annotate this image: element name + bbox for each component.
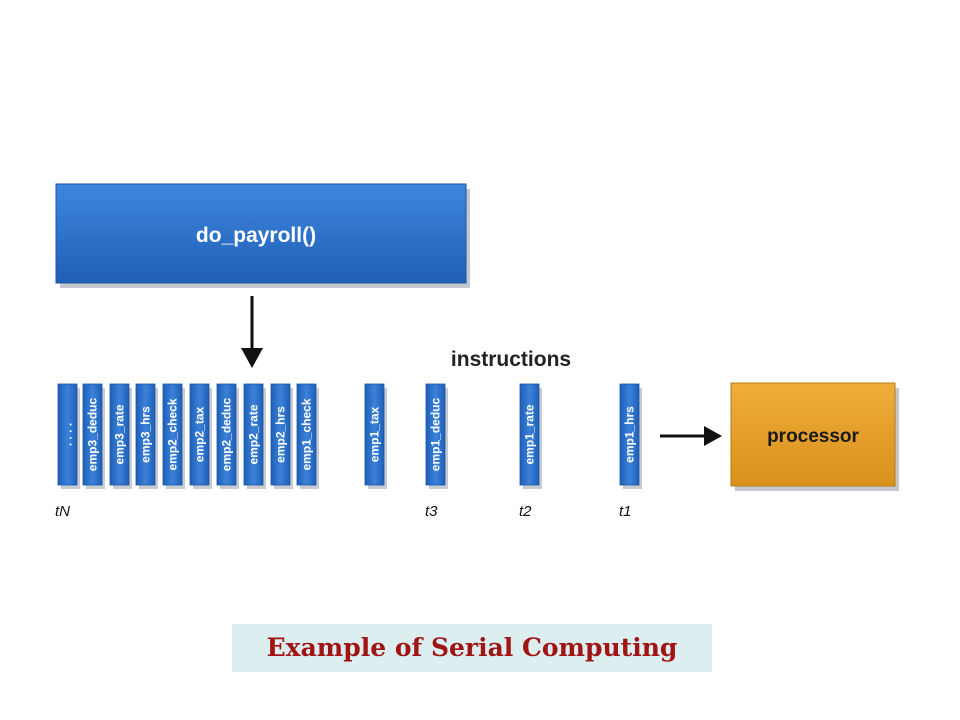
instruction-bar: emp1_hrs [619,383,642,489]
time-label-t2: t2 [519,503,532,520]
instruction-bar-rect [135,383,156,486]
instruction-bar: emp1_rate [519,383,542,489]
function-box-rect [55,183,467,284]
instruction-bar: emp3_hrs [135,383,158,489]
instruction-bar-rect [82,383,103,486]
instruction-bar-rect [270,383,291,486]
instruction-label: emp1_check [300,398,314,470]
instruction-bar: emp2_hrs [270,383,293,489]
processor-box: processor [730,382,899,491]
instruction-label: emp1_tax [368,406,382,462]
time-label-tn: tN [55,503,70,520]
instruction-bar: emp2_deduc [216,383,239,489]
function-label: do_payroll() [196,224,316,247]
instruction-bar-rect [519,383,540,486]
down-arrow-icon [241,296,263,368]
instruction-label: emp2_check [166,398,180,470]
instruction-bar-rect [296,383,317,486]
instruction-label: emp2_tax [193,406,207,462]
instruction-bar: emp1_check [296,383,319,489]
processor-label: processor [767,426,859,447]
caption: Example of Serial Computing [232,624,712,672]
instruction-bar: emp2_check [162,383,185,489]
instruction-bar: emp1_deduc [425,383,448,489]
instruction-label: emp3_rate [113,404,127,464]
instruction-bar-rect [109,383,130,486]
instruction-bar-rect [57,383,78,486]
time-label-t1: t1 [619,503,632,520]
instruction-label: emp1_deduc [429,397,443,471]
instruction-bar-rect [364,383,385,486]
instruction-bar-rect [216,383,237,486]
instruction-label: emp1_hrs [623,406,637,463]
instruction-label: emp1_rate [523,404,537,464]
instruction-label: emp2_deduc [220,397,234,471]
instruction-bar: emp1_tax [364,383,387,489]
instruction-bar: emp3_rate [109,383,132,489]
instruction-bar: emp2_rate [243,383,266,489]
instruction-bar-rect [619,383,640,486]
instruction-bar-rect [425,383,446,486]
instructions-heading: instructions [451,348,571,371]
instruction-label: emp2_rate [247,404,261,464]
instruction-label: emp2_hrs [274,406,288,463]
instruction-bar: emp2_tax [189,383,212,489]
instruction-bar: emp3_deduc [82,383,105,489]
time-labels: tN t3 t2 t1 [55,503,632,520]
instruction-bars: . . . . emp3_deduc emp3_rate emp3_hrs emp2_c… [57,383,642,489]
right-arrow-icon [660,426,722,446]
function-box: do_payroll() [55,183,470,288]
instruction-bar: . . . . [57,383,80,489]
instruction-bar-rect [189,383,210,486]
instruction-label: emp3_deduc [86,397,100,471]
instruction-bar-rect [243,383,264,486]
processor-box-rect [730,382,896,487]
instruction-label: emp3_hrs [139,406,153,463]
instruction-bar-rect [162,383,183,486]
instruction-label: . . . . [61,423,75,446]
time-label-t3: t3 [425,503,438,520]
